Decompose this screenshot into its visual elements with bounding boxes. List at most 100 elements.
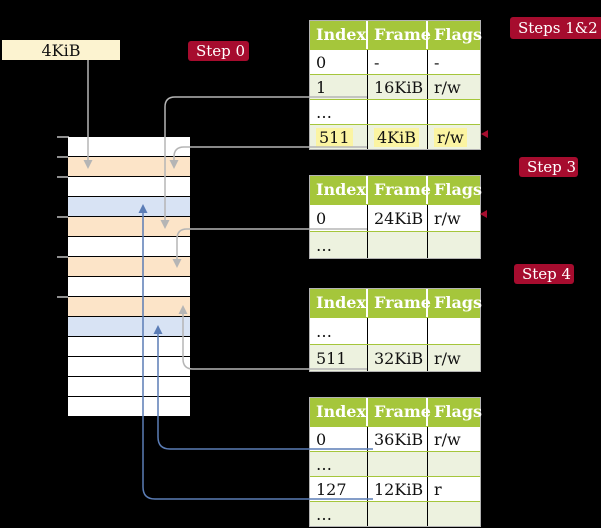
table-row: … [310,501,480,526]
memory-frame-page-table [68,217,190,237]
memory-frame-page-table [68,297,190,317]
frame-size-box: 4KiB [2,40,120,60]
badge-step-0: Step 0 [188,41,249,61]
memory-frame-free [68,277,190,297]
column-header-index: Index [310,21,368,49]
memory-frame-free [68,377,190,397]
address-tick [57,156,69,158]
table-cell: r/w [434,208,461,228]
highlighted-value: 4KiB [374,127,420,147]
table-row: … [310,317,480,344]
table-row: 0-- [310,49,480,74]
table-cell: 0 [310,50,368,74]
table-cell: - [434,52,440,72]
address-tick [57,296,69,298]
column-header-flags: Flags [434,25,482,44]
table-cell: 4KiB [368,125,428,149]
column-header-index: Index [310,289,368,317]
table-cell: 32KiB [368,345,428,371]
column-header-index: Index [310,176,368,204]
column-header-frame: Frame [368,176,431,204]
step-pointer-arrowhead-row0 [480,210,487,218]
memory-frame-free [68,357,190,377]
column-header-flags: Flags [434,180,482,199]
table-cell: 0 [310,205,368,231]
table-cell: 24KiB [368,205,428,231]
table-cell [368,318,428,344]
address-tick [57,256,69,258]
table-cell [368,100,428,124]
address-tick [57,216,69,218]
memory-frame-free [68,177,190,197]
column-header-frame: Frame [368,398,431,426]
table-cell [428,318,480,344]
badge-steps-1-2: Steps 1&2 [510,17,601,39]
column-header-flags: Flags [434,402,482,421]
table-cell: 127 [310,477,368,501]
table-cell [428,452,480,476]
table-cell: 12KiB [368,477,428,501]
memory-frame-free [68,237,190,257]
table-cell: 1 [310,75,368,99]
table-cell: … [310,100,368,124]
table-cell: … [310,318,368,344]
highlighted-value: 511 [316,127,353,147]
address-tick [57,176,69,178]
table-cell: 36KiB [368,427,428,451]
table-cell [428,100,480,124]
table-cell: 16KiB [368,75,428,99]
step-pointer-arrowhead-row511 [481,130,488,138]
table-cell: … [310,502,368,526]
table-cell: 511 [310,345,368,371]
table-cell [368,232,428,258]
column-header-flags: Flags [434,293,482,312]
badge-step-3: Step 3 [519,157,578,177]
memory-frame-free [68,337,190,357]
table-cell: r/w [434,77,461,97]
column-header-index: Index [310,398,368,426]
physical-memory-stack [68,137,190,417]
table-cell [428,502,480,526]
memory-frame-mapped-page [68,317,190,337]
table-cell [428,232,480,258]
memory-frame-page-table [68,257,190,277]
table-cell: r/w [428,125,480,149]
memory-frame-page-table [68,157,190,177]
highlighted-value: r/w [434,127,467,147]
table-cell: 0 [310,427,368,451]
column-header-frame: Frame [368,21,431,49]
table-cell [368,452,428,476]
table-cell [368,502,428,526]
badge-step-4: Step 4 [514,264,574,284]
table-cell: … [310,232,368,258]
table-cell: … [310,452,368,476]
frame-size-label: 4KiB [41,40,81,60]
table-row: … [310,231,480,258]
table-row: … [310,451,480,476]
table-cell: 511 [310,125,368,149]
table-cell: r/w [434,429,461,449]
table-row: … [310,99,480,124]
memory-frame-mapped-page [68,197,190,217]
address-tick [57,136,69,138]
column-header-frame: Frame [368,289,431,317]
memory-frame-free [68,397,190,417]
table-row: 511 4KiB r/w [310,124,480,149]
memory-frame-free [68,137,190,157]
table-cell: r [434,479,442,499]
table-cell: - [368,50,428,74]
